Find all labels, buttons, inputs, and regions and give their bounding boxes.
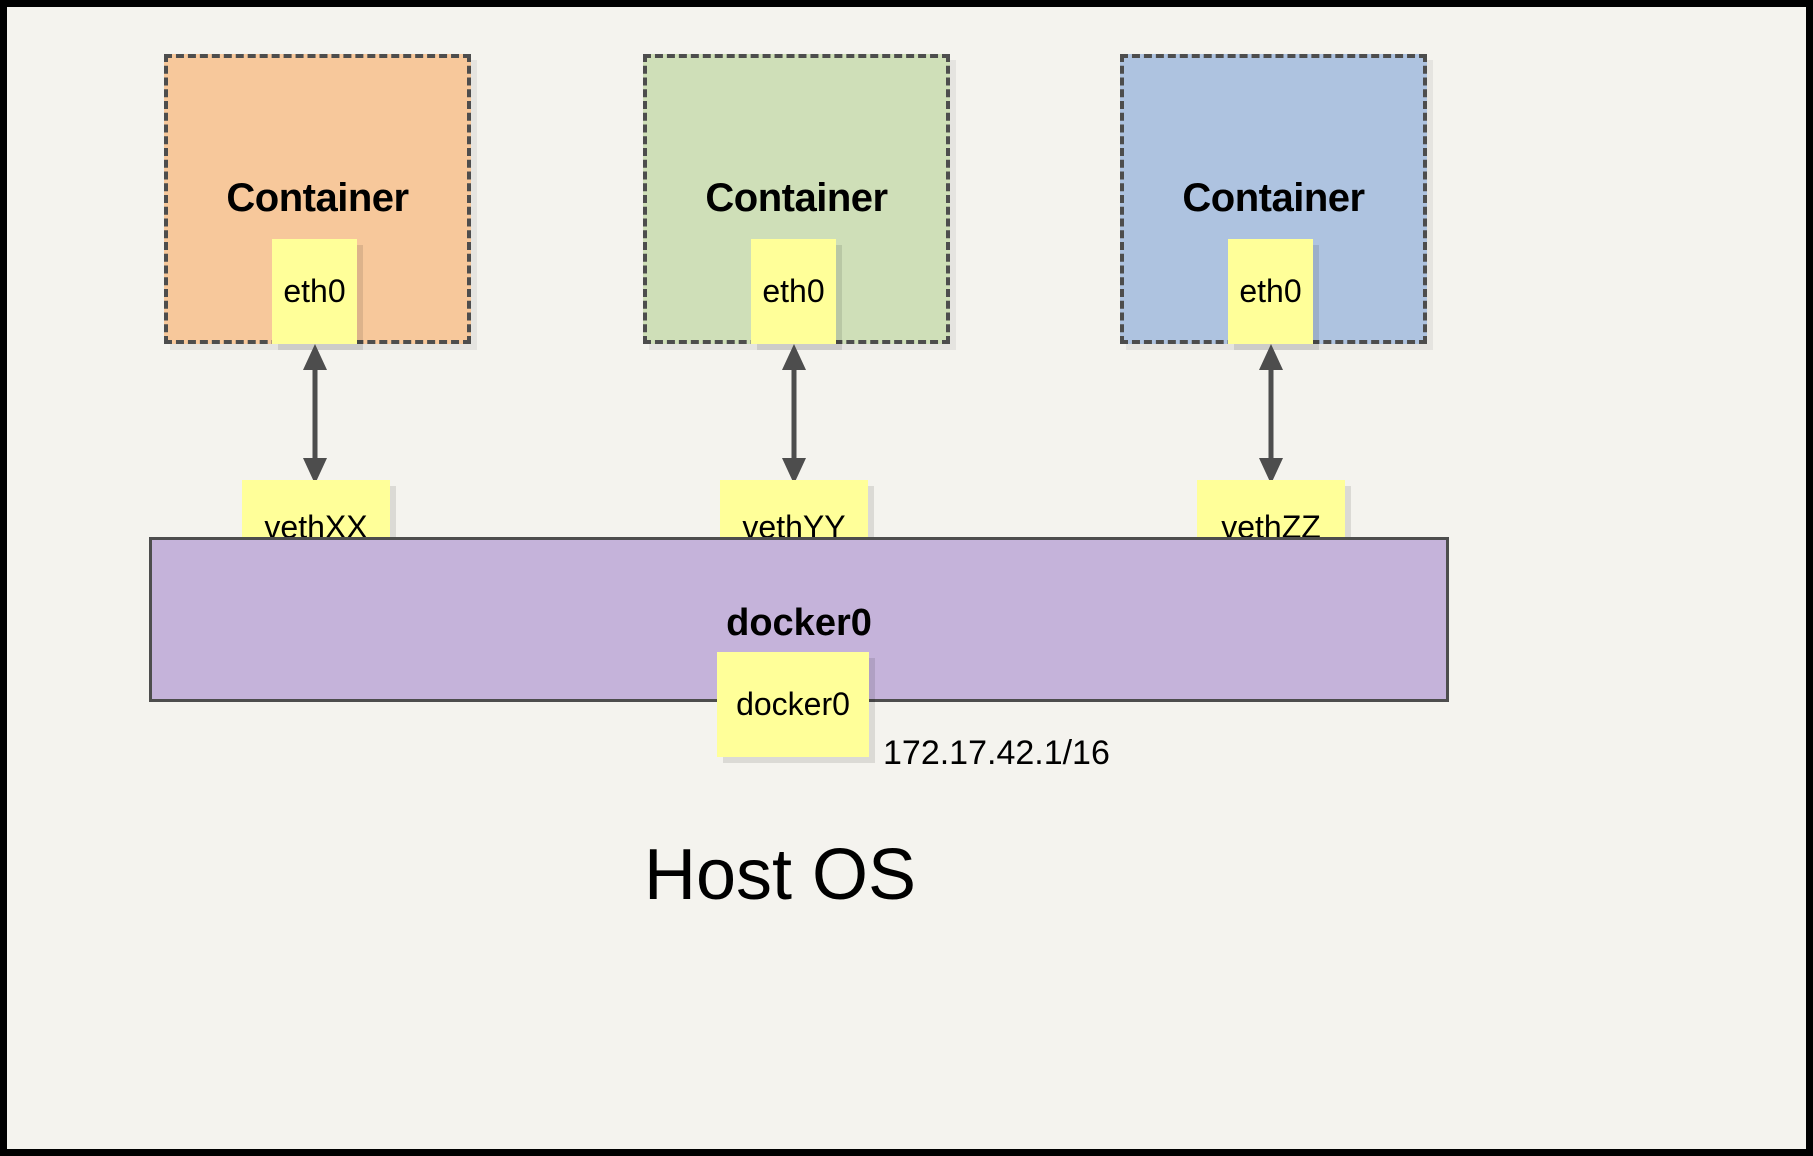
eth0-chip-label-2: eth0 [762, 273, 825, 309]
container-title-1: Container [226, 176, 409, 220]
eth0-chip-label-1: eth0 [283, 273, 346, 309]
eth0-chip-2: eth0 [751, 239, 836, 344]
eth0-chip-label-3: eth0 [1239, 273, 1302, 309]
docker0-chip: docker0 [717, 652, 869, 757]
container-box-2: Container [643, 54, 950, 344]
eth0-chip-1: eth0 [272, 239, 357, 344]
docker0-bridge-title: docker0 [726, 602, 872, 644]
docker0-chip-label: docker0 [736, 686, 850, 722]
container-title-2: Container [705, 176, 888, 220]
veth-link-arrow-1 [303, 344, 327, 484]
eth0-chip-3: eth0 [1228, 239, 1313, 344]
container-title-3: Container [1182, 176, 1365, 220]
veth-link-arrow-2 [782, 344, 806, 484]
docker0-ip-label: 172.17.42.1/16 [883, 734, 1110, 772]
veth-link-arrow-3 [1259, 344, 1283, 484]
host-os-title: Host OS [644, 835, 917, 915]
